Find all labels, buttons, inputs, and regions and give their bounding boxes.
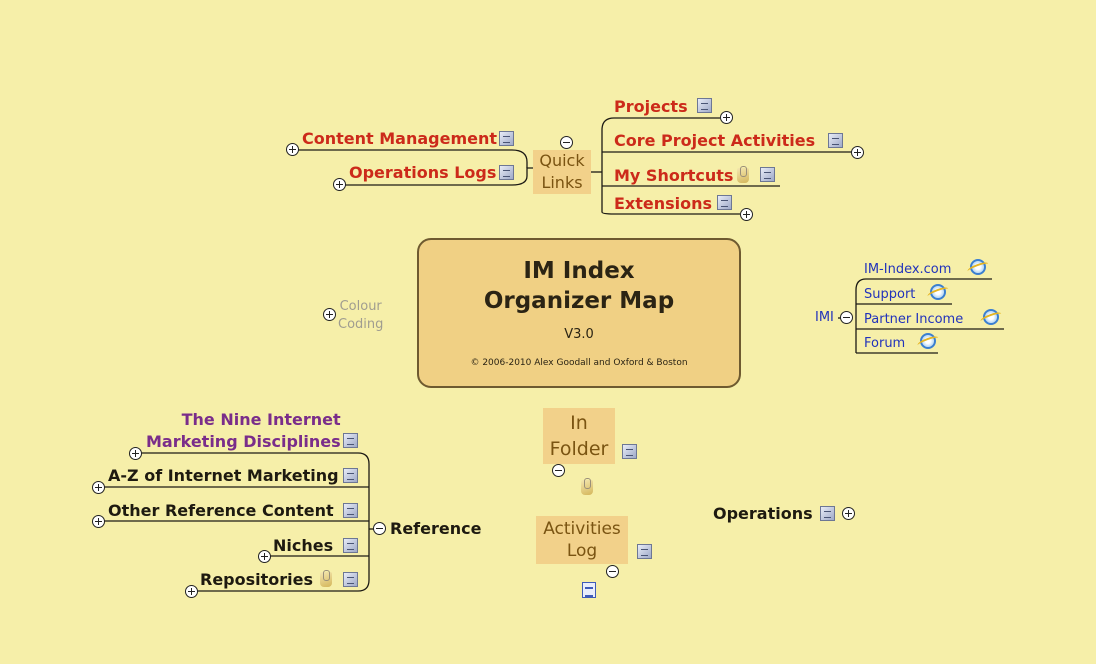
activities-log-document-icon[interactable] (582, 582, 596, 598)
topic-activities-log[interactable]: Activities Log (536, 516, 628, 564)
repositories-note-icon[interactable] (343, 572, 358, 587)
topic-reference[interactable]: Reference (390, 519, 482, 538)
quick-links-label-line-2: Links (541, 173, 583, 192)
link-im-index-com[interactable]: IM-Index.com (864, 262, 952, 277)
im-index-web-link-icon[interactable] (970, 259, 986, 275)
imi-collapse-icon[interactable] (840, 311, 853, 324)
colour-coding-line-2: Coding (338, 317, 384, 332)
topic-colour-coding[interactable]: Colour Coding (338, 298, 383, 334)
operations-expand-icon[interactable] (842, 507, 855, 520)
support-web-link-icon[interactable] (930, 284, 946, 300)
niches-note-icon[interactable] (343, 538, 358, 553)
a-z-note-icon[interactable] (343, 468, 358, 483)
other-reference-expand-icon[interactable] (92, 515, 105, 528)
content-management-note-icon[interactable] (499, 131, 514, 146)
topic-in-folder[interactable]: In Folder (543, 408, 615, 464)
activities-log-collapse-icon[interactable] (606, 565, 619, 578)
topic-core-project-activities[interactable]: Core Project Activities (614, 131, 816, 150)
topic-operations-logs[interactable]: Operations Logs (349, 163, 497, 182)
link-forum[interactable]: Forum (864, 336, 906, 351)
central-copyright: © 2006-2010 Alex Goodall and Oxford & Bo… (470, 358, 688, 368)
projects-expand-icon[interactable] (720, 111, 733, 124)
repositories-attachment-icon[interactable] (320, 570, 332, 587)
my-shortcuts-attachment-icon[interactable] (737, 166, 749, 183)
central-version: V3.0 (564, 327, 594, 342)
topic-projects[interactable]: Projects (614, 97, 688, 116)
topic-extensions[interactable]: Extensions (614, 194, 713, 213)
central-title-line-1: IM Index (523, 258, 635, 284)
niches-expand-icon[interactable] (258, 550, 271, 563)
topic-my-shortcuts[interactable]: My Shortcuts (614, 166, 734, 185)
content-management-expand-icon[interactable] (286, 143, 299, 156)
link-support[interactable]: Support (864, 287, 916, 302)
topic-a-z-internet-marketing[interactable]: A-Z of Internet Marketing (108, 466, 339, 485)
forum-web-link-icon[interactable] (920, 333, 936, 349)
topic-repositories[interactable]: Repositories (200, 570, 314, 589)
in-folder-attachment-icon[interactable] (581, 478, 593, 495)
activities-log-note-icon[interactable] (637, 544, 652, 559)
in-folder-note-icon[interactable] (622, 444, 637, 459)
in-folder-line-1: In (570, 412, 588, 434)
projects-note-icon[interactable] (697, 98, 712, 113)
colour-coding-expand-icon[interactable] (323, 308, 336, 321)
nine-disciplines-line-1: The Nine Internet (181, 410, 341, 429)
core-project-activities-note-icon[interactable] (828, 133, 843, 148)
my-shortcuts-note-icon[interactable] (760, 167, 775, 182)
topic-niches[interactable]: Niches (273, 536, 334, 555)
link-partner-income[interactable]: Partner Income (864, 312, 964, 327)
activities-log-line-2: Log (566, 541, 598, 561)
nine-disciplines-line-2: Marketing Disciplines (146, 432, 341, 451)
operations-logs-expand-icon[interactable] (333, 178, 346, 191)
quick-links-collapse-icon[interactable] (560, 136, 573, 149)
activities-log-line-1: Activities (543, 519, 621, 539)
extensions-note-icon[interactable] (717, 195, 732, 210)
in-folder-collapse-icon[interactable] (552, 464, 565, 477)
extensions-expand-icon[interactable] (740, 208, 753, 221)
partner-income-web-link-icon[interactable] (983, 309, 999, 325)
nine-disciplines-expand-icon[interactable] (129, 447, 142, 460)
topic-content-management[interactable]: Content Management (302, 129, 498, 148)
central-topic[interactable]: IM Index Organizer Map V3.0 © 2006-2010 … (417, 238, 741, 388)
topic-other-reference-content[interactable]: Other Reference Content (108, 501, 334, 520)
operations-note-icon[interactable] (820, 506, 835, 521)
quick-links-topic[interactable]: Quick Links (533, 150, 591, 194)
quick-links-label-line-1: Quick (539, 151, 585, 170)
central-title-line-2: Organizer Map (483, 288, 675, 314)
other-reference-note-icon[interactable] (343, 503, 358, 518)
repositories-expand-icon[interactable] (185, 585, 198, 598)
reference-collapse-icon[interactable] (373, 522, 386, 535)
in-folder-line-2: Folder (549, 438, 609, 460)
topic-imi[interactable]: IMI (815, 310, 834, 325)
operations-logs-note-icon[interactable] (499, 165, 514, 180)
a-z-expand-icon[interactable] (92, 481, 105, 494)
core-project-activities-expand-icon[interactable] (851, 146, 864, 159)
topic-operations[interactable]: Operations (713, 504, 813, 523)
nine-disciplines-note-icon[interactable] (343, 433, 358, 448)
topic-nine-internet-marketing-disciplines[interactable]: The Nine Internet Marketing Disciplines (146, 409, 341, 453)
colour-coding-line-1: Colour (339, 299, 382, 314)
